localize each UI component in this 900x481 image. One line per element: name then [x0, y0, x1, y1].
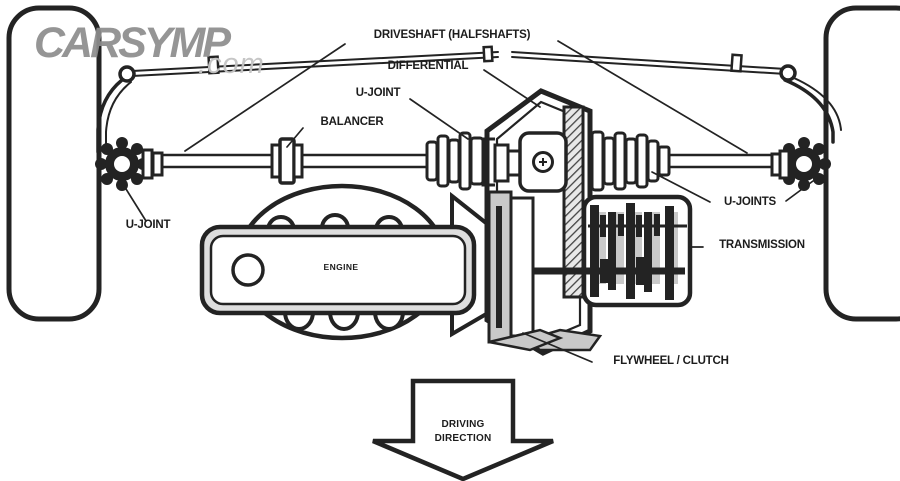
- right-control-arm: [783, 78, 835, 144]
- label-balancer: BALANCER: [320, 116, 384, 128]
- leader-flywheel: [522, 332, 593, 363]
- left-outer-cv-joint: [95, 137, 164, 191]
- right-ball-joint: [779, 64, 797, 82]
- left-control-arm: [96, 78, 124, 154]
- leader-u-joints-right-b: [785, 180, 814, 202]
- leader-lines: [125, 40, 814, 363]
- right-tire: [823, 5, 900, 322]
- engine-exhaust-loop: [373, 311, 405, 331]
- label-u-joint-upper: U-JOINT: [355, 87, 401, 99]
- label-driving-line1: DRIVING: [441, 419, 485, 430]
- label-flywheel-clutch: FLYWHEEL / CLUTCH: [613, 355, 729, 367]
- ring-gear: [562, 105, 585, 299]
- leader-u-joints-right-a: [651, 171, 711, 203]
- oil-cap: [231, 253, 265, 287]
- label-driveshaft: DRIVESHAFT (HALFSHAFTS): [373, 29, 531, 41]
- driving-direction-arrow: [372, 378, 554, 481]
- left-inner-cv-boot: [425, 131, 485, 191]
- right-inner-cv-boot: [590, 130, 671, 192]
- right-halfshaft: [668, 153, 772, 169]
- leader-balancer: [286, 127, 304, 148]
- flywheel-clutch: [487, 190, 564, 352]
- right-outer-cv-joint: [770, 137, 831, 191]
- leader-differential: [483, 69, 541, 108]
- engine-exhaust-loop: [328, 311, 360, 331]
- steering-linkage: [96, 45, 842, 154]
- label-engine: ENGINE: [323, 262, 359, 272]
- leader-u-joint-upper: [409, 98, 469, 140]
- tie-rod-collar: [730, 53, 743, 73]
- label-u-joint-left: U-JOINT: [125, 219, 171, 231]
- label-u-joints-right: U-JOINTS: [723, 196, 777, 208]
- watermark-brand: CARSYMP: [34, 19, 231, 67]
- leader-driveshaft-right: [557, 40, 748, 154]
- label-transmission: TRANSMISSION: [719, 239, 805, 251]
- transmission-gears: [533, 203, 687, 300]
- tie-rod-collar: [482, 45, 494, 63]
- left-halfshaft: [162, 153, 427, 169]
- leader-u-joint-left: [125, 188, 147, 222]
- left-ball-joint: [118, 65, 136, 83]
- tie-rod-collar: [207, 55, 220, 75]
- leader-driveshaft-left: [184, 43, 346, 152]
- label-driving-line2: DIRECTION: [434, 433, 492, 444]
- label-differential: DIFFERENTIAL: [387, 60, 469, 72]
- balancer-weight: [270, 137, 304, 185]
- watermark-suffix: .com: [198, 48, 265, 80]
- engine-exhaust-loop: [283, 311, 315, 331]
- valve-cover: [199, 224, 477, 316]
